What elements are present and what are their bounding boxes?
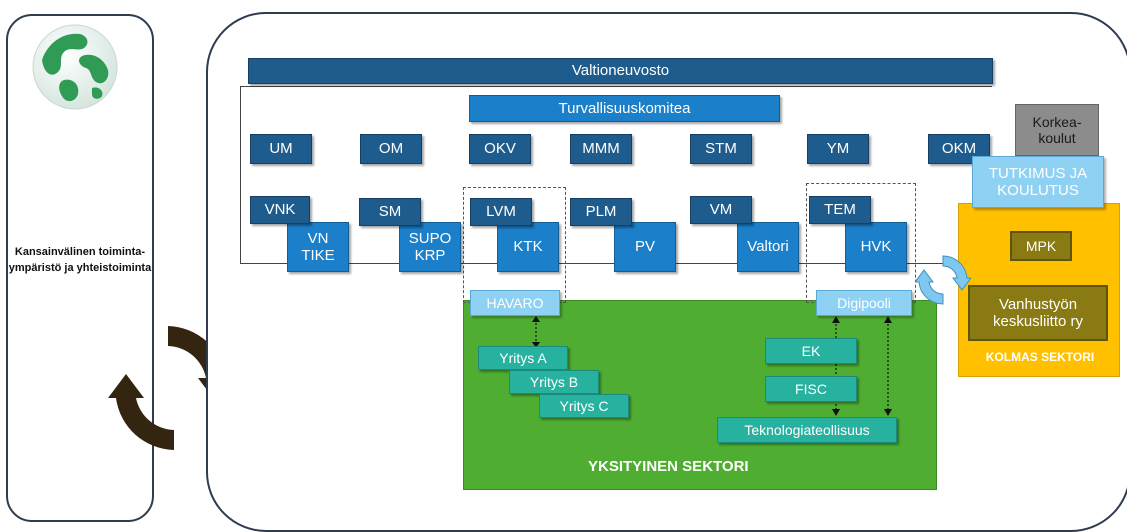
third-sector-label: KOLMAS SEKTORI [985,350,1095,364]
vnk-box: VNK [250,196,310,224]
bracket-bottom-line [240,263,960,264]
ek-box: EK [765,338,857,364]
plm-box: PLM [570,198,632,226]
hvk-box: HVK [845,222,907,272]
turvallisuuskomitea-box: Turvallisuuskomitea [469,95,780,122]
ministry-om: OM [360,134,422,164]
ministry-okv: OKV [469,134,531,164]
private-sector-label: YKSITYINEN SEKTORI [588,458,749,475]
sm-box: SM [359,198,421,226]
globe-icon [32,24,118,110]
bracket-top-line [240,86,992,87]
tutkimus-koulutus-box: TUTKIMUS JA KOULUTUS [972,156,1104,208]
vanhustyon-box: Vanhustyön keskusliitto ry [968,285,1108,341]
pv-box: PV [614,222,676,272]
yritys-a-box: Yritys A [478,346,568,370]
ministry-stm: STM [690,134,752,164]
tem-box: TEM [809,196,871,224]
ministry-ym: YM [807,134,869,164]
vm-box: VM [690,196,752,224]
sync-arrows-icon [915,255,971,305]
havaro-connector [532,316,540,348]
ktk-box: KTK [497,222,559,272]
digipooli-box: Digipooli [816,290,912,316]
international-label: Kansainvälinen toiminta-ympäristö ja yht… [8,246,152,274]
havaro-box: HAVARO [470,290,560,316]
vn-tike-box: VN TIKE [287,222,349,272]
valtioneuvosto-box: Valtioneuvosto [248,58,993,84]
bracket-left-line [240,86,241,264]
korkeakoulut-box: Korkea- koulut [1015,104,1099,156]
teknologiateollisuus-box: Teknologiateollisuus [717,417,897,443]
yritys-c-box: Yritys C [539,394,629,418]
mpk-box: MPK [1010,231,1072,261]
ministry-um: UM [250,134,312,164]
yritys-b-box: Yritys B [509,370,599,394]
supo-krp-box: SUPO KRP [399,222,461,272]
lvm-box: LVM [470,198,532,226]
valtori-box: Valtori [737,222,799,272]
fisc-box: FISC [765,376,857,402]
ministry-mmm: MMM [570,134,632,164]
